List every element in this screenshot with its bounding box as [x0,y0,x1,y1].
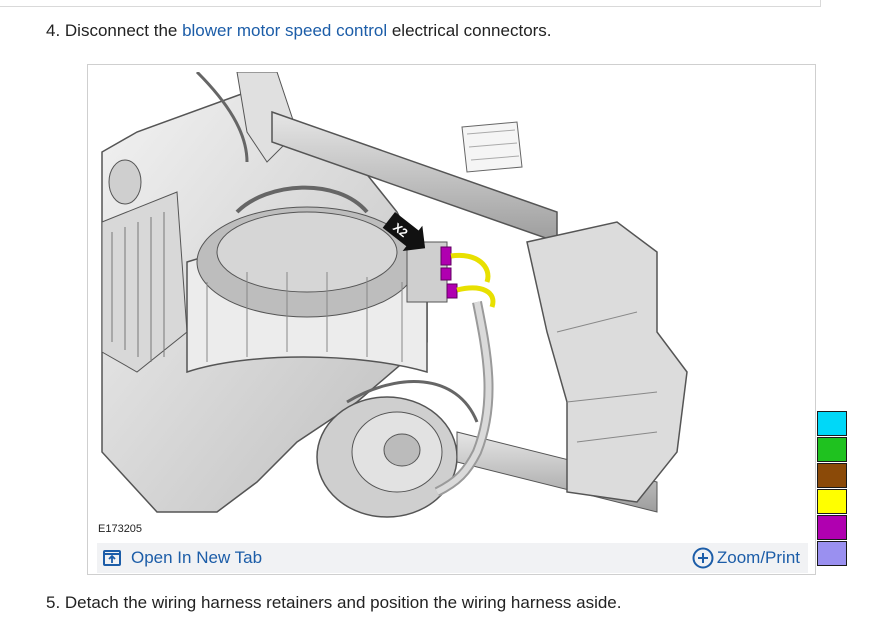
swatch-brown [817,463,847,488]
blower-motor-illustration[interactable]: X2 [97,72,808,542]
step-4-prefix: 4. Disconnect the [46,21,183,40]
swatch-cyan [817,411,847,436]
swatch-green [817,437,847,462]
previous-figure-frame [0,0,821,7]
illustration-svg: X2 [101,72,688,518]
swatch-lavender [817,541,847,566]
step-4-suffix: electrical connectors. [387,21,552,40]
step-5: 5. Detach the wiring harness retainers a… [46,593,622,612]
swatch-magenta [817,515,847,540]
color-swatch-column [817,411,847,567]
blower-motor-speed-control-link[interactable]: blower motor speed control [182,21,388,40]
step-4: 4. Disconnect the blower motor speed con… [46,20,552,42]
zoom-print-button[interactable]: Zoom/Print [692,546,800,570]
open-in-new-tab-button[interactable]: Open In New Tab [103,546,262,570]
zoom-print-label: Zoom/Print [716,548,800,567]
swatch-yellow [817,489,847,514]
figure-code: E173205 [98,523,143,535]
open-in-new-tab-label: Open In New Tab [131,548,263,567]
zoom-plus-icon [692,547,714,569]
figure-container: X2 E173205 Open In New Tab [87,64,816,575]
figure-toolbar: Open In New Tab Zoom/Print [97,543,808,573]
open-in-new-tab-icon [103,550,121,566]
